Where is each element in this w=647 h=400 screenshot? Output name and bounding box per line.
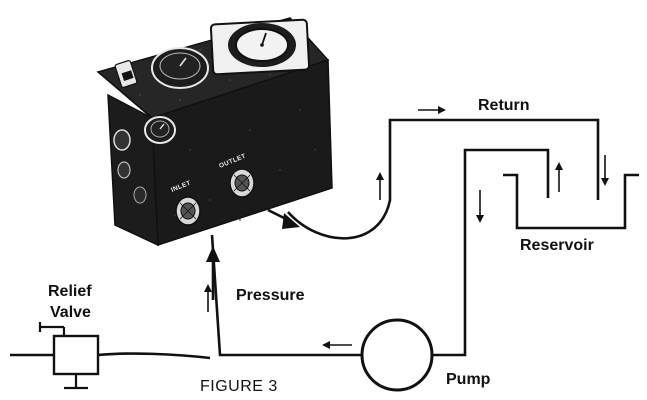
- medium-pressure-gauge: [151, 47, 209, 89]
- return-label: Return: [478, 97, 530, 114]
- figure-caption: FIGURE 3: [200, 378, 278, 395]
- arrow-return-up: [376, 172, 384, 200]
- arrow-pressure-left: [322, 341, 352, 349]
- suction-line: [432, 148, 550, 357]
- flow-arrows: [204, 106, 609, 349]
- side-knobs: [113, 129, 147, 204]
- large-pressure-gauge: [209, 18, 311, 76]
- arrow-suction-down: [476, 190, 484, 223]
- arrow-return-down: [601, 155, 609, 186]
- relief-valve-symbol: [38, 322, 100, 390]
- selector-switch: [114, 60, 138, 88]
- arrow-into-inlet: [206, 246, 220, 300]
- relief-line: [10, 352, 211, 360]
- return-line: [287, 118, 600, 240]
- relief-valve-label-line2: Valve: [50, 304, 91, 321]
- relief-valve-label-line1: Relief: [48, 283, 92, 300]
- test-unit: INLET OUTLET: [96, 17, 333, 247]
- pump-label: Pump: [446, 371, 491, 388]
- arrow-from-outlet: [267, 208, 300, 229]
- small-gauge: [144, 116, 176, 144]
- arrow-suction-up: [555, 162, 563, 192]
- pressure-label: Pressure: [236, 287, 305, 304]
- pump-symbol: [360, 318, 434, 392]
- pressure-line: [210, 234, 362, 357]
- reservoir-tank: [503, 173, 639, 230]
- arrow-return-right: [418, 106, 446, 114]
- arrow-pressure-up: [204, 284, 212, 312]
- reservoir-label: Reservoir: [520, 237, 594, 254]
